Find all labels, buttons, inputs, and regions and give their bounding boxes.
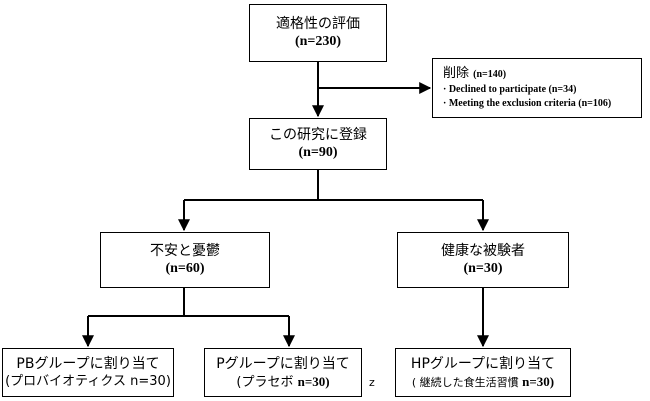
excluded-count: (n=140) [473,68,507,80]
eligibility-assessment-count: (n=230) [294,34,342,49]
hp-group-detail-count: n=30) [522,373,555,389]
pb-group-label: PBグループに割り当て [16,356,160,372]
p-group-detail: (プラセボ n=30) [236,373,329,391]
enrolled-label: この研究に登録 [269,127,367,143]
hp-group-label: HPグループに割り当て [410,355,556,372]
anxiety-depression-box: 不安と憂鬱 (n=60) [100,232,270,288]
eligibility-assessment-label: 適格性の評価 [276,16,360,32]
p-group-detail-text: (プラセボ [236,374,298,390]
enrolled-box: この研究に登録 (n=90) [249,118,387,170]
healthy-subjects-label: 健康な被験者 [441,243,525,259]
hp-group-detail-text: ( 継続した食生活習慣 [411,375,523,389]
excluded-label: 削除 [443,65,470,81]
stray-mark: z [369,376,375,389]
p-group-label: Pグループに割り当て [216,355,350,372]
anxiety-depression-label: 不安と憂鬱 [150,243,220,259]
p-group-box: Pグループに割り当て (プラセボ n=30) [204,348,362,397]
healthy-subjects-count: (n=30) [463,261,503,276]
p-group-detail-count: n=30) [297,373,330,389]
excluded-header: 削除 (n=140) [443,66,506,83]
eligibility-assessment-box: 適格性の評価 (n=230) [249,4,387,62]
excluded-box: 削除 (n=140) · Declined to participate (n=… [432,58,642,118]
anxiety-depression-count: (n=60) [165,261,205,276]
excluded-reason-declined: · Declined to participate (n=34) [443,83,577,95]
enrolled-count: (n=90) [298,145,338,160]
hp-group-detail: ( 継続した食生活習慣 n=30) [412,373,554,391]
pb-group-detail: (プロバイオティクス n=30) [5,374,171,389]
pb-group-box: PBグループに割り当て (プロバイオティクス n=30) [2,348,174,397]
healthy-subjects-box: 健康な被験者 (n=30) [397,232,569,288]
excluded-reason-criteria: · Meeting the exclusion criteria (n=106) [443,97,612,109]
hp-group-box: HPグループに割り当て ( 継続した食生活習慣 n=30) [395,348,571,397]
